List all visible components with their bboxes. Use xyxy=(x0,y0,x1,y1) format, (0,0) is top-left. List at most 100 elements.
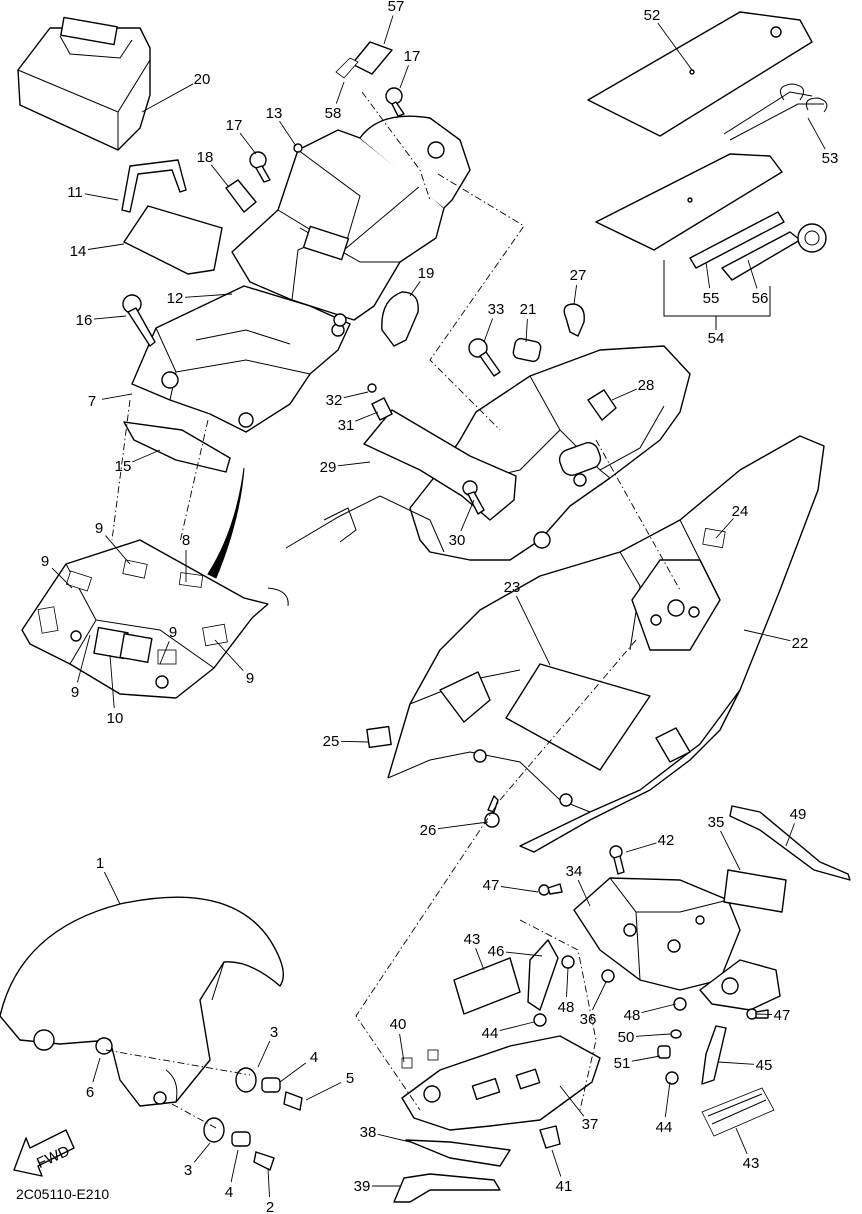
callout-c51: 51 xyxy=(614,1055,631,1072)
leader-c46 xyxy=(505,951,543,957)
callout-c56: 56 xyxy=(752,290,769,307)
leader-c3a xyxy=(257,1040,271,1068)
leader-c28 xyxy=(611,388,638,401)
leader-c11 xyxy=(84,193,119,201)
part-1-front-fender xyxy=(0,896,284,1107)
callout-c58: 58 xyxy=(325,105,342,122)
callout-c7: 7 xyxy=(88,393,96,410)
leader-c32 xyxy=(343,391,369,399)
leader-c42 xyxy=(625,842,657,853)
callout-c18: 18 xyxy=(197,149,214,166)
leader-c44a xyxy=(499,1021,535,1032)
callout-c10: 10 xyxy=(107,710,124,727)
part-15-plate xyxy=(123,421,231,473)
leader-c27 xyxy=(573,284,578,305)
part-46-stay xyxy=(527,939,559,1011)
leader-c9c xyxy=(159,641,170,665)
callout-c2: 2 xyxy=(266,1199,274,1214)
callout-c6: 6 xyxy=(86,1084,94,1101)
leader-c24 xyxy=(715,518,734,539)
leader-c56 xyxy=(747,259,758,289)
callout-c40: 40 xyxy=(390,1016,407,1033)
callout-c19: 19 xyxy=(418,265,435,282)
leader-c5 xyxy=(305,1082,342,1101)
leader-c9e xyxy=(214,639,244,671)
fwd-arrow-icon: FWD xyxy=(13,1129,75,1177)
leader-c18 xyxy=(210,164,229,187)
leader-c4a xyxy=(279,1062,307,1083)
part-17-screw-upper xyxy=(385,87,405,117)
part-17-screw-lower xyxy=(249,151,271,183)
leader-c45 xyxy=(717,1061,755,1065)
leader-c58 xyxy=(335,81,345,104)
leader-c30 xyxy=(460,499,475,531)
part-21-damper xyxy=(512,337,542,363)
callout-c49: 49 xyxy=(790,806,807,823)
callout-c43a: 43 xyxy=(464,931,481,948)
callout-c14: 14 xyxy=(70,243,87,260)
callout-c33: 33 xyxy=(488,301,505,318)
callout-c16: 16 xyxy=(76,312,93,329)
callout-c44b: 44 xyxy=(656,1119,673,1136)
callout-c3a: 3 xyxy=(270,1024,278,1041)
callout-c8: 8 xyxy=(182,532,190,549)
leader-c47b xyxy=(755,1013,773,1016)
leader-c3b xyxy=(193,1142,211,1163)
callout-c13: 13 xyxy=(266,105,283,122)
part-39-guard xyxy=(393,1173,501,1203)
callout-c25: 25 xyxy=(323,733,340,750)
callout-c28: 28 xyxy=(638,377,655,394)
leader-c26 xyxy=(437,821,489,830)
leader-c57 xyxy=(383,15,394,45)
leader-c9a xyxy=(105,535,131,565)
part-seat-lock-bracket xyxy=(231,115,471,327)
part-30-bolt xyxy=(462,480,485,515)
callout-c32: 32 xyxy=(326,392,343,409)
leader-c9b xyxy=(51,567,73,589)
callout-c23: 23 xyxy=(504,579,521,596)
leader-c20 xyxy=(141,83,194,113)
part-49-bracket xyxy=(729,805,851,881)
callout-c17a: 17 xyxy=(404,48,421,65)
part-11-strap xyxy=(121,159,187,213)
callout-c38: 38 xyxy=(360,1124,377,1141)
leader-c41 xyxy=(551,1149,562,1177)
part-25-block xyxy=(366,725,392,749)
callout-c34: 34 xyxy=(566,863,583,880)
leader-c12 xyxy=(184,293,233,298)
callout-c41: 41 xyxy=(556,1178,573,1195)
leader-c47a xyxy=(500,886,539,893)
callout-c22: 22 xyxy=(792,635,809,652)
leader-c14 xyxy=(87,243,125,250)
callout-leaders xyxy=(51,15,826,1198)
callout-c48b: 48 xyxy=(624,1007,641,1024)
part-38-guard xyxy=(405,1139,511,1167)
leader-c17a xyxy=(399,65,409,89)
callout-c17b: 17 xyxy=(226,117,243,134)
callout-c9a: 9 xyxy=(95,520,103,537)
leader-c48b xyxy=(641,1003,677,1014)
callout-c4b: 4 xyxy=(225,1184,233,1201)
callout-c24: 24 xyxy=(732,503,749,520)
leader-c10 xyxy=(109,654,115,709)
leader-c16 xyxy=(93,315,127,320)
part-41-clip xyxy=(539,1125,561,1149)
part-27-clamp xyxy=(563,303,585,337)
callout-c44a: 44 xyxy=(482,1025,499,1042)
leader-c19 xyxy=(409,280,421,297)
leader-c2 xyxy=(267,1167,270,1198)
callout-c45: 45 xyxy=(756,1057,773,1074)
part-35-reflector xyxy=(723,869,787,913)
callout-c21: 21 xyxy=(520,301,537,318)
leader-c9d xyxy=(77,634,91,683)
part-3-4-5-grommets xyxy=(203,1067,303,1171)
part-56-wrench xyxy=(721,223,827,281)
leader-c22 xyxy=(743,629,791,642)
leader-c51 xyxy=(631,1055,661,1062)
part-24-pad xyxy=(702,527,726,549)
part-nuts-washers xyxy=(533,845,769,1085)
leader-c36 xyxy=(591,981,607,1011)
part-license-light xyxy=(699,959,781,1011)
callout-c9e: 9 xyxy=(246,670,254,687)
